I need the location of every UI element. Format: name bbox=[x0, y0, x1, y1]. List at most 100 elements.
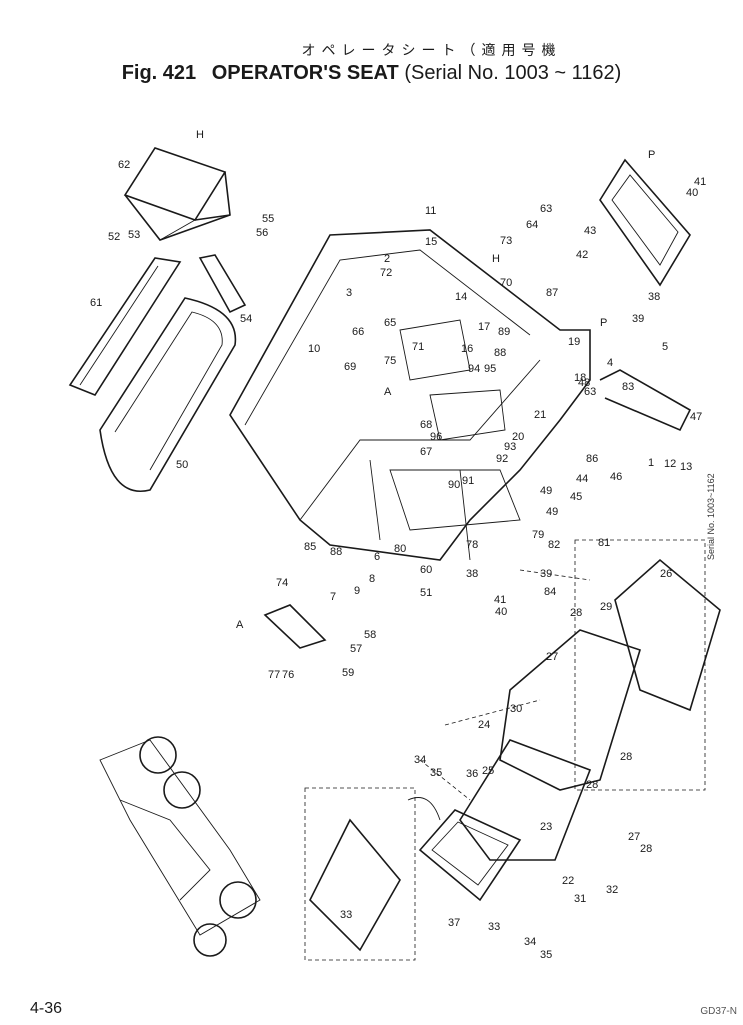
part-label-48[interactable]: 48 bbox=[578, 377, 590, 389]
part-label-58[interactable]: 58 bbox=[364, 629, 376, 641]
part-label-88b[interactable]: 88 bbox=[494, 347, 506, 359]
part-label-82[interactable]: 82 bbox=[548, 539, 560, 551]
part-label-17[interactable]: 17 bbox=[478, 321, 490, 333]
part-label-38b[interactable]: 38 bbox=[466, 568, 478, 580]
part-label-63b[interactable]: 63 bbox=[584, 386, 596, 398]
part-label-59[interactable]: 59 bbox=[342, 667, 354, 679]
part-label-67[interactable]: 67 bbox=[420, 446, 432, 458]
part-label-16[interactable]: 16 bbox=[461, 343, 473, 355]
part-floor-plate-30[interactable] bbox=[499, 629, 641, 791]
part-label-34b[interactable]: 34 bbox=[524, 936, 536, 948]
part-label-35b[interactable]: 35 bbox=[540, 949, 552, 961]
part-label-71[interactable]: 71 bbox=[412, 341, 424, 353]
part-label-27b[interactable]: 27 bbox=[628, 831, 640, 843]
part-label-90[interactable]: 90 bbox=[448, 479, 460, 491]
part-label-81[interactable]: 81 bbox=[598, 537, 610, 549]
part-label-47[interactable]: 47 bbox=[690, 411, 702, 423]
part-label-24[interactable]: 24 bbox=[478, 719, 490, 731]
part-label-40[interactable]: 40 bbox=[686, 187, 698, 199]
part-label-60[interactable]: 60 bbox=[420, 564, 432, 576]
part-label-28[interactable]: 28 bbox=[570, 607, 582, 619]
part-label-9[interactable]: 9 bbox=[354, 585, 360, 597]
part-label-66[interactable]: 66 bbox=[352, 326, 364, 338]
part-label-25[interactable]: 25 bbox=[482, 765, 494, 777]
part-label-3[interactable]: 3 bbox=[346, 287, 352, 299]
part-seat-cushion-50[interactable] bbox=[99, 297, 237, 492]
part-label-39[interactable]: 39 bbox=[632, 313, 644, 325]
part-label-1[interactable]: 1 bbox=[648, 457, 654, 469]
part-label-8[interactable]: 8 bbox=[369, 573, 375, 585]
part-label-86[interactable]: 86 bbox=[586, 453, 598, 465]
part-label-83[interactable]: 83 bbox=[622, 381, 634, 393]
part-floor-plate-26[interactable] bbox=[614, 558, 721, 712]
part-label-89[interactable]: 89 bbox=[498, 326, 510, 338]
part-floor-plate-22[interactable] bbox=[459, 739, 592, 861]
part-label-30[interactable]: 30 bbox=[510, 703, 522, 715]
part-label-12[interactable]: 12 bbox=[664, 458, 676, 470]
part-label-85[interactable]: 85 bbox=[304, 541, 316, 553]
part-label-26[interactable]: 26 bbox=[660, 568, 672, 580]
part-label-10[interactable]: 10 bbox=[308, 343, 320, 355]
part-label-87[interactable]: 87 bbox=[546, 287, 558, 299]
part-label-55[interactable]: 55 bbox=[262, 213, 274, 225]
part-label-20[interactable]: 20 bbox=[512, 431, 524, 443]
part-label-56[interactable]: 56 bbox=[256, 227, 268, 239]
part-label-64[interactable]: 64 bbox=[526, 219, 538, 231]
part-label-28d[interactable]: 28 bbox=[586, 779, 598, 791]
part-label-33b[interactable]: 33 bbox=[488, 921, 500, 933]
part-floor-mat-33[interactable] bbox=[418, 809, 522, 902]
part-label-22[interactable]: 22 bbox=[562, 875, 574, 887]
part-label-49b[interactable]: 49 bbox=[546, 506, 558, 518]
part-label-74[interactable]: 74 bbox=[276, 577, 288, 589]
part-label-19[interactable]: 19 bbox=[568, 336, 580, 348]
part-label-4[interactable]: 4 bbox=[607, 357, 613, 369]
part-label-31[interactable]: 31 bbox=[574, 893, 586, 905]
part-armrest-54[interactable] bbox=[198, 254, 247, 314]
part-label-79[interactable]: 79 bbox=[532, 529, 544, 541]
part-label-14[interactable]: 14 bbox=[455, 291, 467, 303]
part-label-40b[interactable]: 40 bbox=[495, 606, 507, 618]
part-label-72[interactable]: 72 bbox=[380, 267, 392, 279]
part-label-27[interactable]: 27 bbox=[546, 651, 558, 663]
part-label-49[interactable]: 49 bbox=[540, 485, 552, 497]
part-label-94[interactable]: 94 bbox=[468, 363, 480, 375]
part-label-46[interactable]: 46 bbox=[610, 471, 622, 483]
part-handrail-5[interactable] bbox=[599, 369, 692, 432]
part-label-50[interactable]: 50 bbox=[176, 459, 188, 471]
part-label-28b[interactable]: 28 bbox=[620, 751, 632, 763]
part-label-54[interactable]: 54 bbox=[240, 313, 252, 325]
part-label-35[interactable]: 35 bbox=[430, 767, 442, 779]
part-label-76[interactable]: 76 bbox=[282, 669, 294, 681]
part-label-11[interactable]: 11 bbox=[425, 205, 436, 217]
part-label-77[interactable]: 77 bbox=[268, 669, 280, 681]
part-label-75[interactable]: 75 bbox=[384, 355, 396, 367]
part-label-42[interactable]: 42 bbox=[576, 249, 588, 261]
part-label-18[interactable]: 18 bbox=[574, 372, 586, 384]
part-label-78[interactable]: 78 bbox=[466, 539, 478, 551]
part-cab-frame[interactable] bbox=[229, 229, 591, 561]
part-label-28c[interactable]: 28 bbox=[640, 843, 652, 855]
part-label-41[interactable]: 41 bbox=[694, 176, 706, 188]
part-label-45[interactable]: 45 bbox=[570, 491, 582, 503]
part-label-21[interactable]: 21 bbox=[534, 409, 546, 421]
part-label-63[interactable]: 63 bbox=[540, 203, 552, 215]
part-label-15[interactable]: 15 bbox=[425, 236, 437, 248]
part-label-70[interactable]: 70 bbox=[500, 277, 512, 289]
part-label-73[interactable]: 73 bbox=[500, 235, 512, 247]
part-label-23[interactable]: 23 bbox=[540, 821, 552, 833]
part-label-44[interactable]: 44 bbox=[576, 473, 588, 485]
part-label-57[interactable]: 57 bbox=[350, 643, 362, 655]
part-label-92[interactable]: 92 bbox=[496, 453, 508, 465]
part-label-36[interactable]: 36 bbox=[466, 768, 478, 780]
part-label-96[interactable]: 96 bbox=[430, 431, 442, 443]
part-box-62[interactable] bbox=[123, 147, 231, 241]
part-label-13[interactable]: 13 bbox=[680, 461, 692, 473]
part-bracket-74[interactable] bbox=[263, 604, 327, 649]
part-label-88[interactable]: 88 bbox=[330, 546, 342, 558]
part-label-32[interactable]: 32 bbox=[606, 884, 618, 896]
part-label-38[interactable]: 38 bbox=[648, 291, 660, 303]
part-label-61[interactable]: 61 bbox=[90, 297, 102, 309]
part-label-69[interactable]: 69 bbox=[344, 361, 356, 373]
part-label-95[interactable]: 95 bbox=[484, 363, 496, 375]
part-label-84[interactable]: 84 bbox=[544, 586, 556, 598]
